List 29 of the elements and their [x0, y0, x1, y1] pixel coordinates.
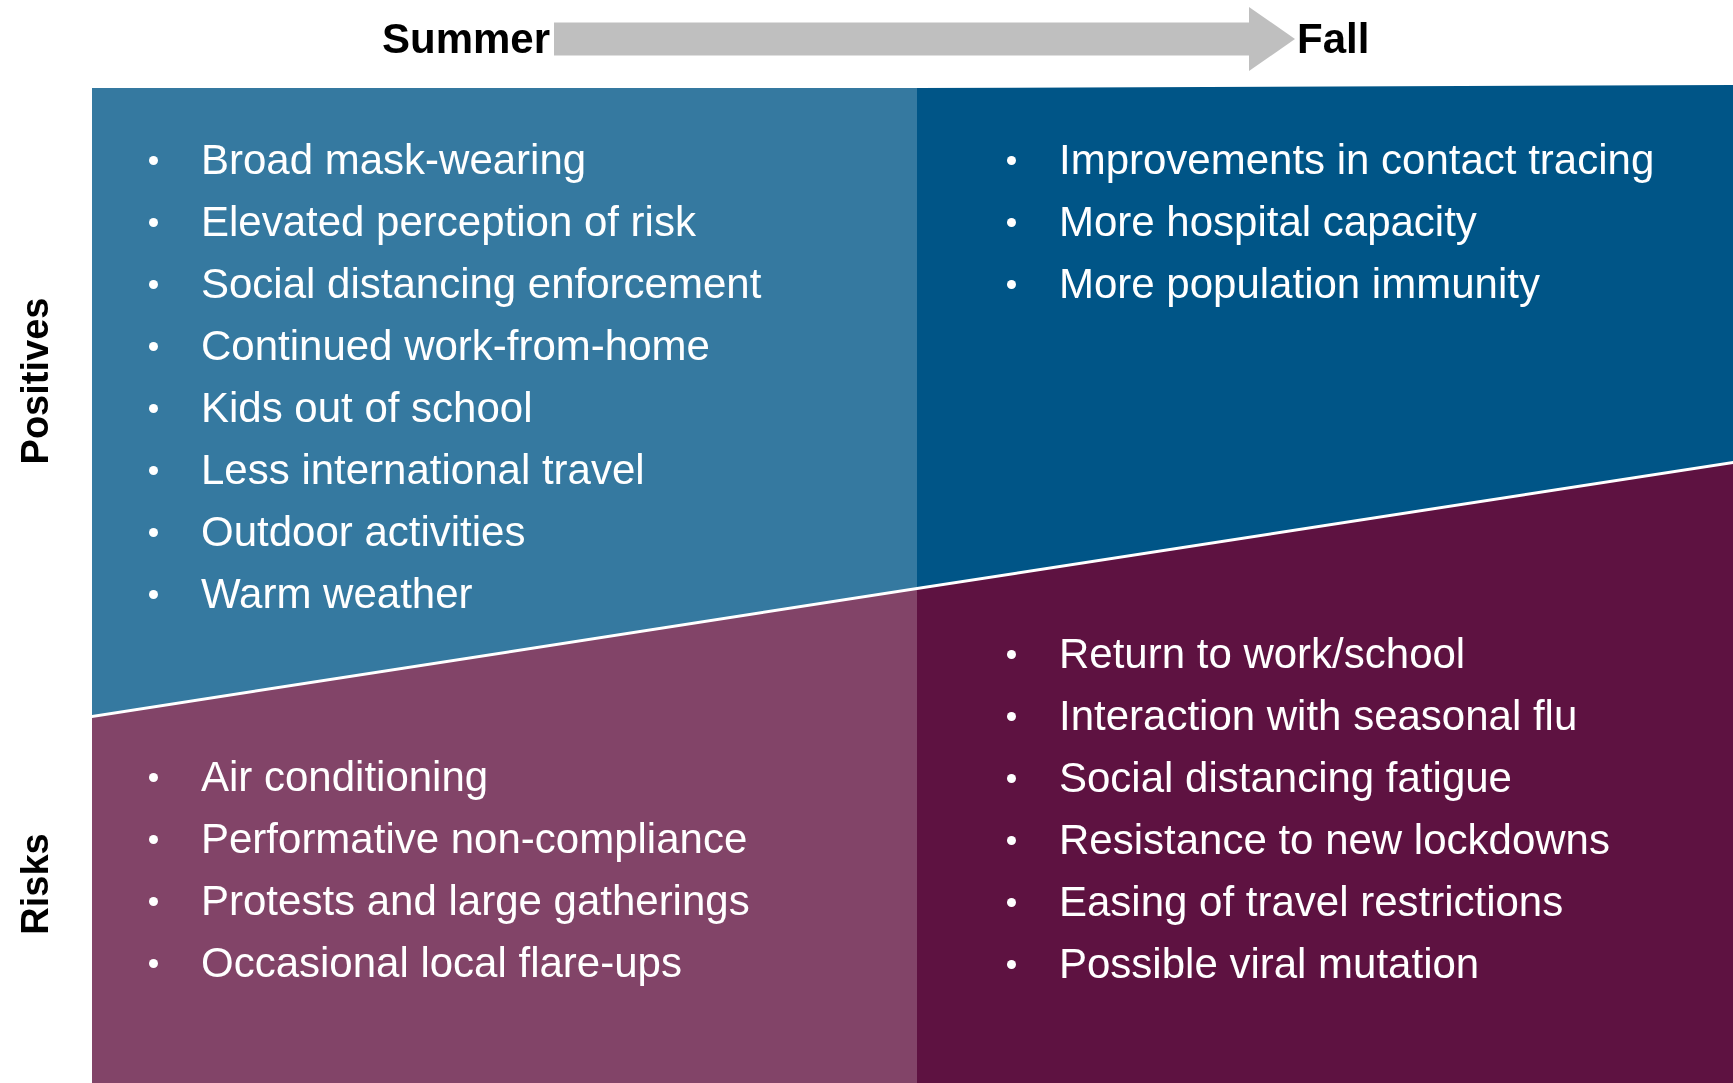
list-item-text: Kids out of school: [201, 384, 533, 431]
list-item-text: More hospital capacity: [1059, 198, 1477, 245]
list-item-text: Easing of travel restrictions: [1059, 878, 1564, 925]
list-item-text: Interaction with seasonal flu: [1059, 692, 1578, 739]
list-item-text: Possible viral mutation: [1059, 940, 1480, 987]
list-item-text: More population immunity: [1059, 260, 1540, 307]
row-label: Risks: [13, 833, 57, 935]
list-item-text: Broad mask-wearing: [201, 136, 587, 183]
list-item-text: Resistance to new lockdowns: [1059, 816, 1610, 863]
list-item-text: Social distancing enforcement: [201, 260, 762, 307]
quadrant-panel: [92, 88, 917, 715]
list-item-text: Outdoor activities: [201, 508, 526, 555]
list-item-text: Social distancing fatigue: [1059, 754, 1512, 801]
list-item-text: Less international travel: [201, 446, 645, 493]
list-item-text: Return to work/school: [1059, 630, 1466, 677]
quadrant-panel: [917, 464, 1733, 1083]
season-heading: Summer: [382, 15, 552, 63]
season-heading: Fall: [1297, 15, 1377, 63]
quadrant-panel: [917, 85, 1733, 587]
list-item-text: Performative non-compliance: [201, 815, 748, 862]
arrow: [554, 7, 1295, 71]
row-label: Positives: [13, 297, 57, 465]
list-item-text: Air conditioning: [201, 753, 489, 800]
list-item-text: Improvements in contact tracing: [1059, 136, 1655, 183]
list-item-text: Warm weather: [201, 570, 473, 617]
list-item-text: Elevated perception of risk: [201, 198, 696, 245]
list-item-text: Protests and large gatherings: [201, 877, 750, 924]
list-item-text: Occasional local flare-ups: [201, 939, 682, 986]
list-item-text: Continued work-from-home: [201, 322, 710, 369]
